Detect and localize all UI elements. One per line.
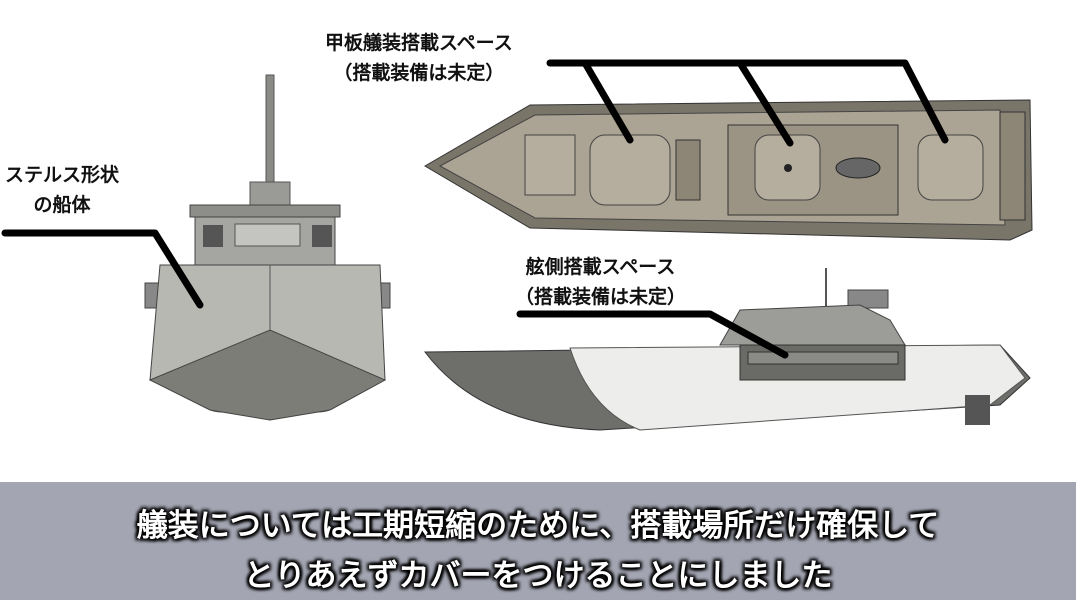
- stealth-hull-line2: の船体: [33, 194, 91, 216]
- subtitle-line2: とりあえずカバーをつけることにしました: [243, 558, 833, 594]
- side-space-label: 舷側搭載スペース （搭載装備は未定）: [515, 252, 686, 312]
- side-space-title: 舷側搭載スペース: [525, 256, 676, 278]
- leader-lines: [1, 59, 949, 359]
- side-view-boat: [424, 268, 1031, 431]
- front-view-boat: [144, 74, 391, 421]
- boat-diagram: [1, 59, 1033, 431]
- deck-space-title: 甲板艤装搭載スペース: [325, 32, 513, 54]
- stealth-hull-label: ステルス形状 の船体: [5, 160, 119, 220]
- subtitle-line1: 艤装については工期短縮のために、搭載場所だけ確保して: [136, 508, 940, 544]
- stealth-hull-line1: ステルス形状: [5, 164, 120, 186]
- subtitle-band: [0, 482, 1076, 600]
- deck-space-note: （搭載装備は未定）: [333, 62, 505, 84]
- side-space-note: （搭載装備は未定）: [515, 286, 687, 308]
- top-view-boat: [424, 99, 1033, 241]
- deck-space-label: 甲板艤装搭載スペース （搭載装備は未定）: [325, 28, 513, 88]
